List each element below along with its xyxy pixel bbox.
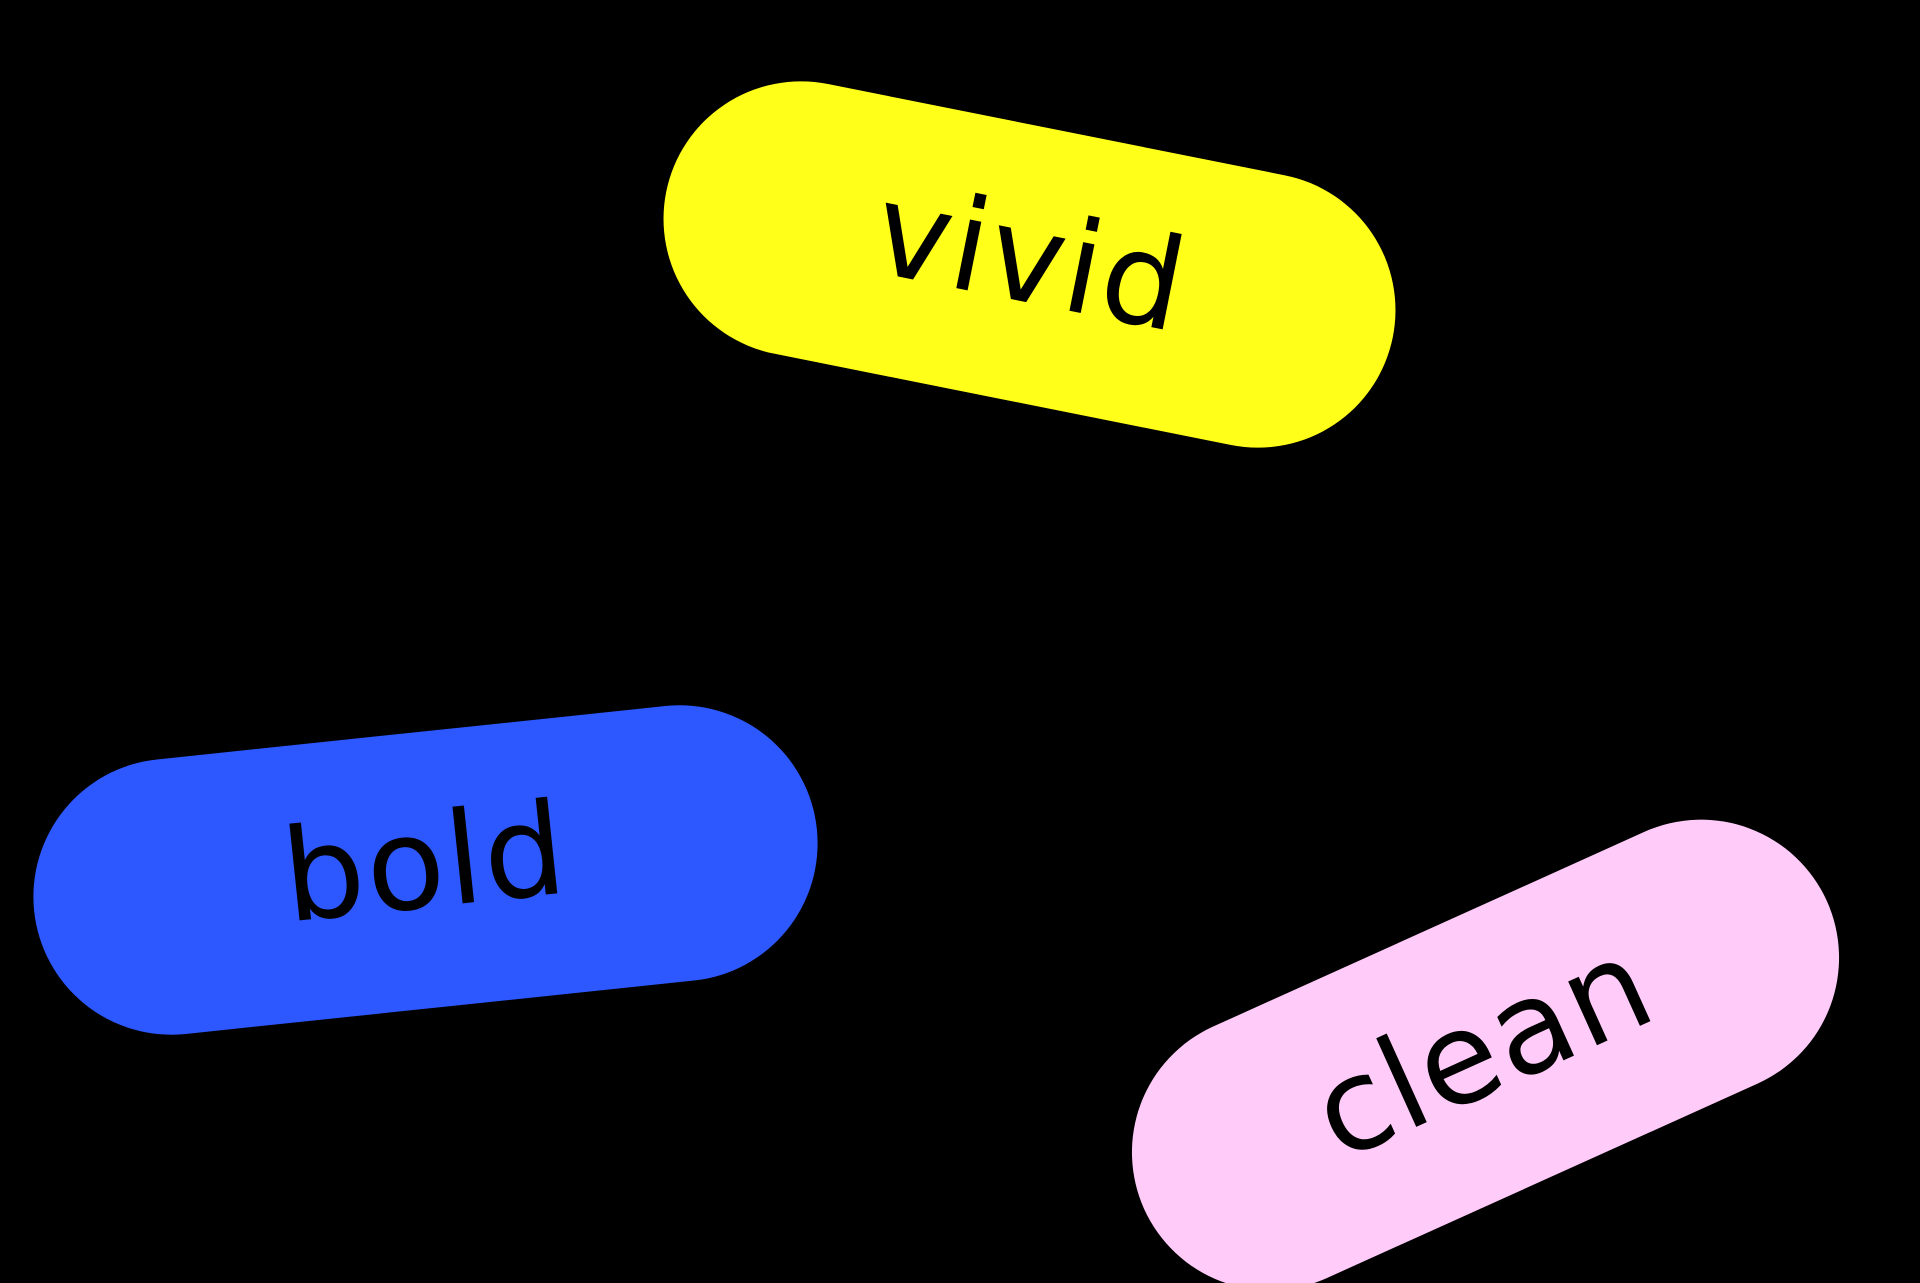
vivid-pill: vivid — [639, 57, 1420, 472]
clean-pill: clean — [1087, 775, 1884, 1283]
bold-pill: bold — [19, 691, 832, 1049]
clean-label: clean — [1290, 908, 1675, 1190]
bold-label: bold — [275, 774, 575, 953]
vivid-label: vivid — [862, 154, 1200, 362]
